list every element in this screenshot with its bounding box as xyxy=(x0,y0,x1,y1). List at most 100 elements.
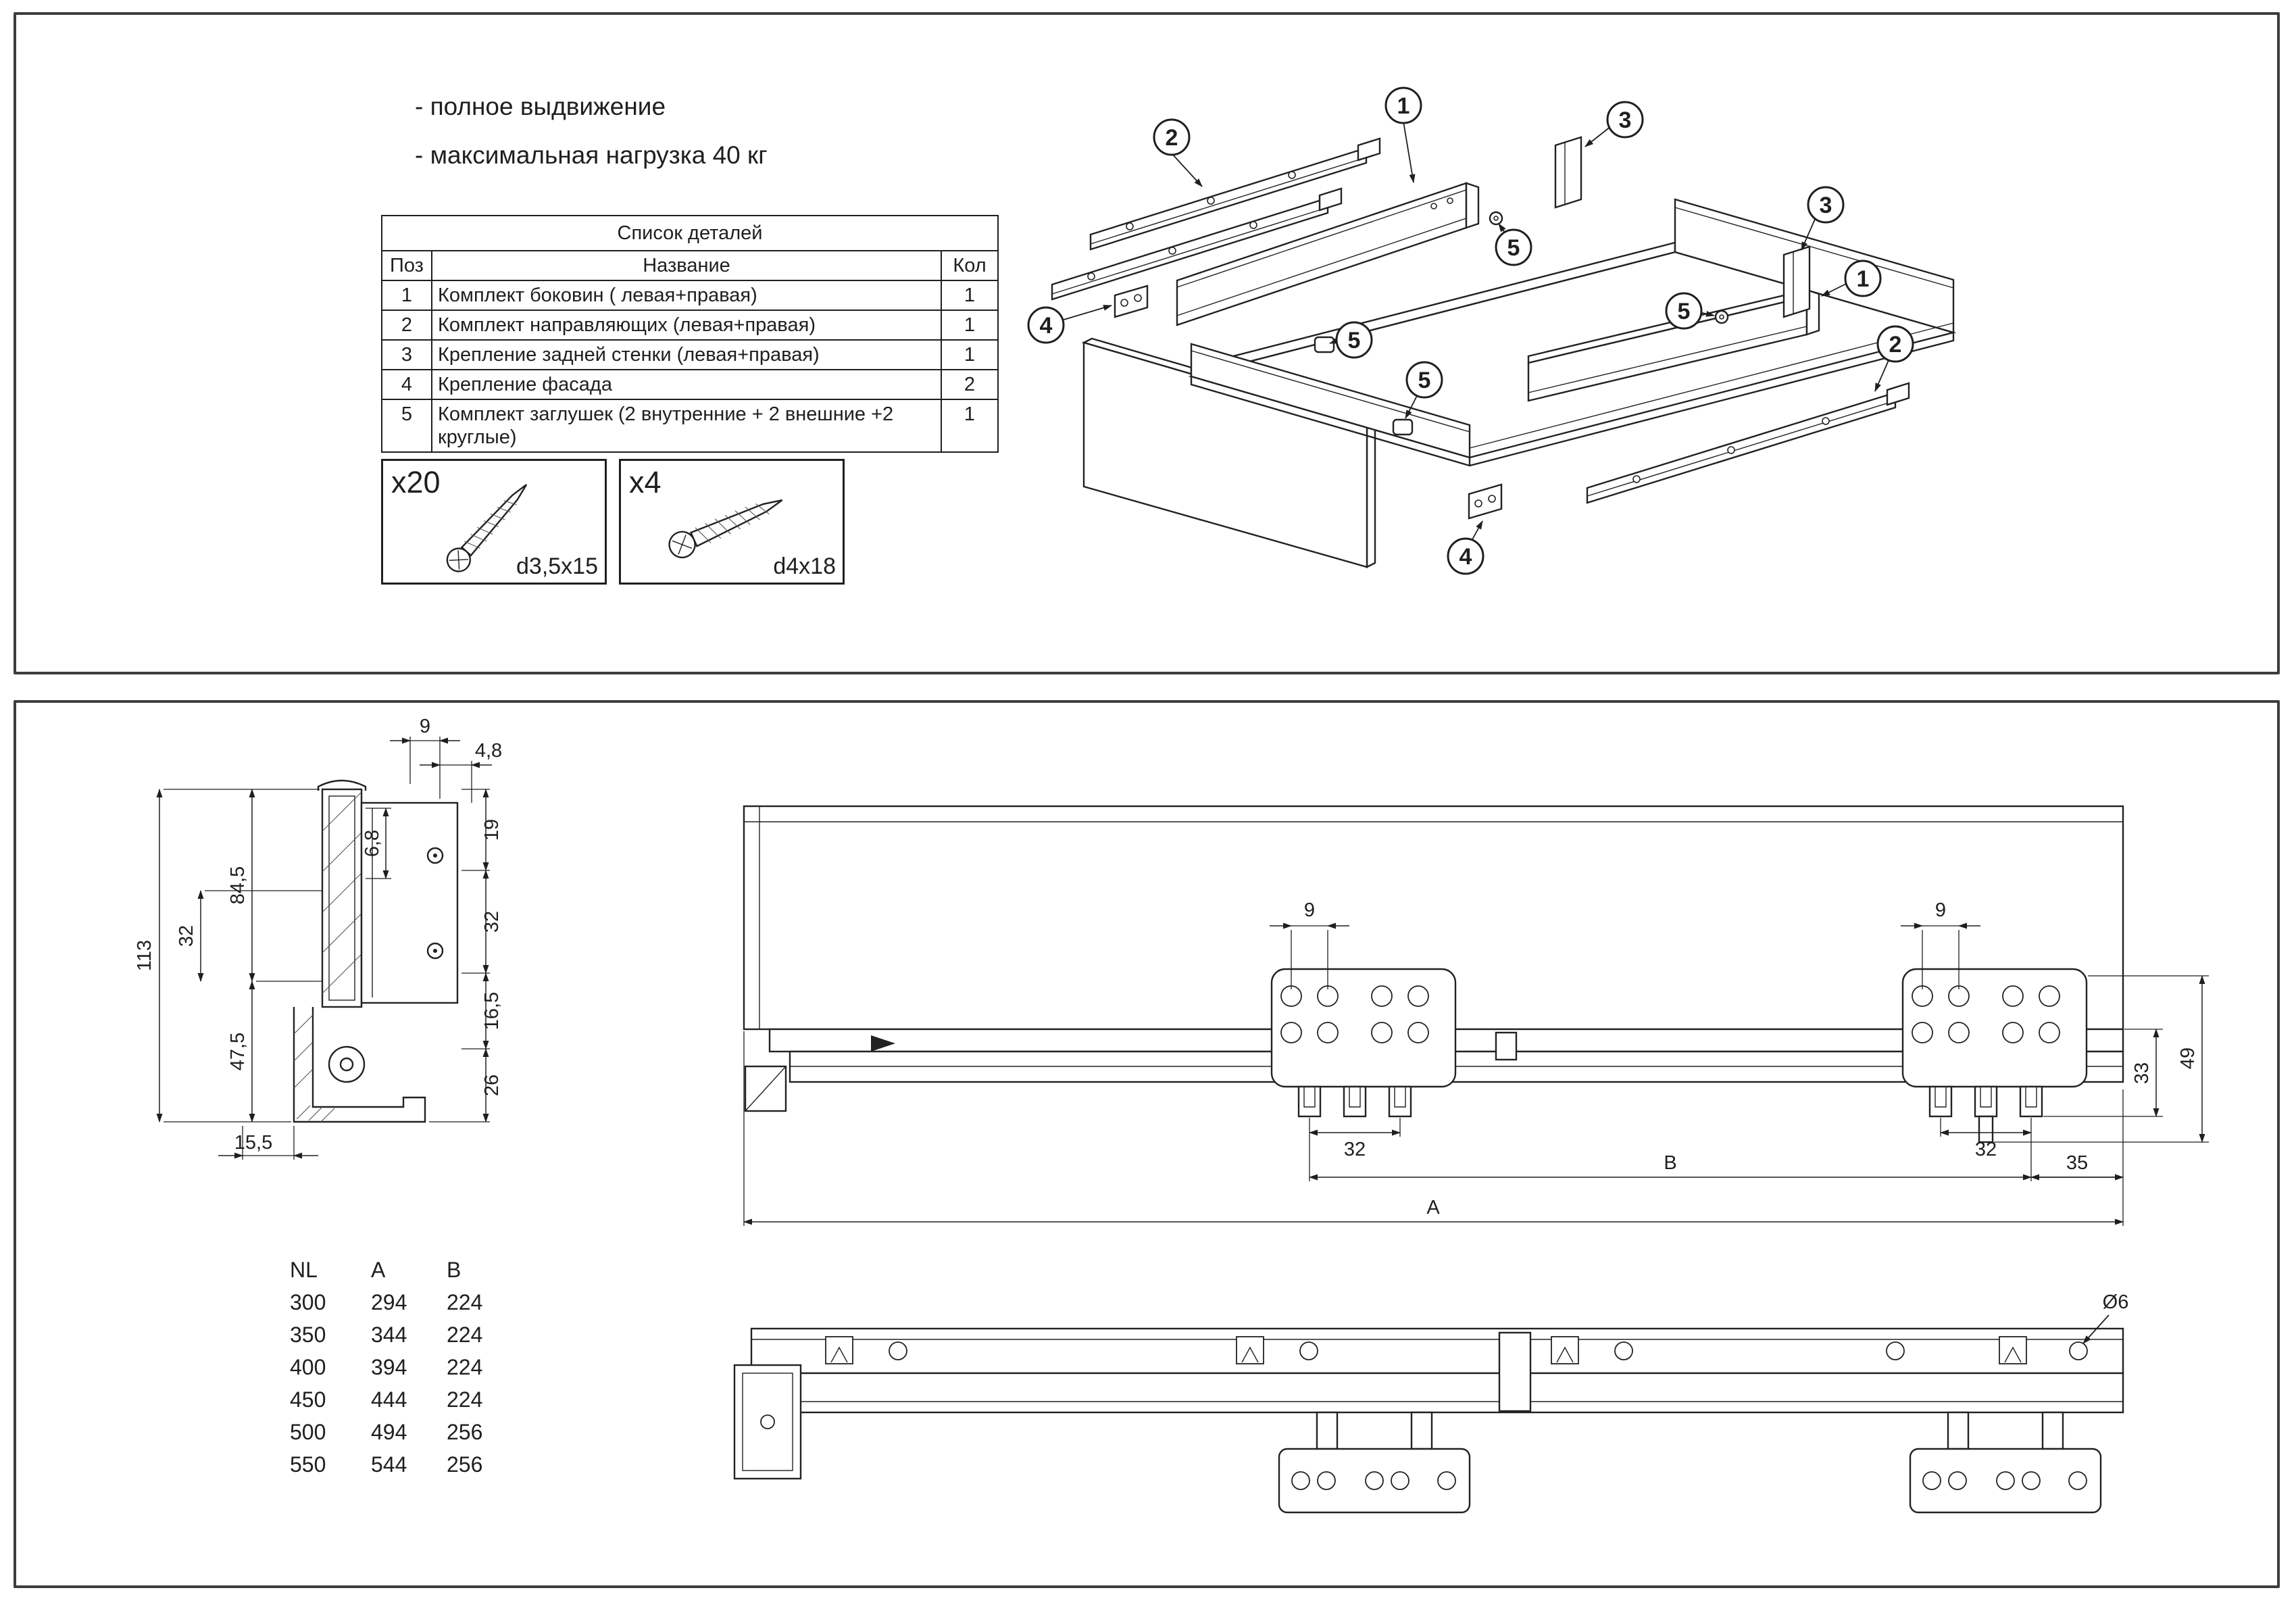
balloon-5: 5 xyxy=(1495,228,1532,266)
size-row: 500 494 256 xyxy=(290,1420,483,1444)
size-table: NL A B 300 294 224 350 344 224 400 394 2… xyxy=(290,1254,522,1481)
plug-cap-left xyxy=(1314,336,1335,353)
dim-length-a: A xyxy=(1426,1197,1440,1218)
balloon-label: 2 xyxy=(1166,125,1178,151)
size-row: 550 544 256 xyxy=(290,1452,483,1477)
size-col-a: A xyxy=(371,1258,386,1282)
balloon-3: 3 xyxy=(1606,101,1644,139)
facade-bracket-left xyxy=(1114,285,1149,318)
dim-right-26: 26 xyxy=(481,1075,503,1096)
table-row: 5 Комплект заглушек (2 внутренние + 2 вн… xyxy=(381,399,999,453)
parts-table-header-row: Поз Название Кол xyxy=(381,250,999,281)
dim-offset-48: 4,8 xyxy=(475,740,502,762)
screw-count-label: x20 xyxy=(391,465,441,499)
plug-round-right xyxy=(1714,310,1729,324)
balloon-label: 4 xyxy=(1459,544,1472,570)
balloon-label: 2 xyxy=(1889,332,1902,357)
dim-hook-span-front: 32 xyxy=(1344,1139,1366,1160)
balloon-3: 3 xyxy=(1807,186,1845,224)
plug-cap-front xyxy=(1392,418,1414,436)
table-row: 4 Крепление фасада 2 xyxy=(381,369,999,400)
plug-round-top xyxy=(1489,211,1503,226)
mount-bracket-front xyxy=(1270,968,1457,1118)
dim-rear-offset: 35 xyxy=(2066,1152,2088,1174)
screw-size-label: d4x18 xyxy=(773,553,836,579)
table-row: 3 Крепление задней стенки (левая+правая)… xyxy=(381,339,999,370)
runner-plan-drawing: Ø6 xyxy=(733,1291,2128,1514)
size-row: 350 344 224 xyxy=(290,1323,483,1347)
balloon-label: 5 xyxy=(1418,368,1431,393)
dim-height-33: 33 xyxy=(2131,1062,2153,1084)
dim-inner-68: 6,8 xyxy=(361,830,383,857)
mount-bracket-rear xyxy=(1901,968,2088,1143)
runner-hole xyxy=(889,1341,2088,1360)
mount-plate-front xyxy=(1278,1411,1471,1514)
size-table-header: NL A B xyxy=(290,1254,522,1286)
dim-hole-pitch-rear: 9 xyxy=(1935,899,1946,921)
cross-section-drawing: 9 4,8 113 84,5 32 47,5 6,8 19 32 xyxy=(134,716,503,1160)
balloon-5: 5 xyxy=(1405,361,1443,399)
screw-box-small: x20 d3,5x15 xyxy=(381,459,607,585)
rear-wall-bracket-left xyxy=(1554,136,1582,209)
note-max-load: - максимальная нагрузка 40 кг xyxy=(415,141,768,169)
left-runner-pair xyxy=(1051,137,1381,301)
dimensions-panel: 9 4,8 113 84,5 32 47,5 6,8 19 32 xyxy=(14,700,2280,1588)
screw-icon xyxy=(446,484,528,572)
dim-right-32: 32 xyxy=(481,911,503,933)
exploded-view-drawing: 2 1 3 3 1 2 4 5 5 5 5 4 xyxy=(1027,87,1957,575)
front-cap xyxy=(733,1364,802,1480)
overview-panel: - полное выдвижение - максимальная нагру… xyxy=(14,12,2280,674)
size-col-b: B xyxy=(447,1258,461,1282)
parts-table: Список деталей Поз Название Кол 1 Компле… xyxy=(381,215,999,453)
dim-top-width: 9 xyxy=(420,716,430,737)
parts-table-title-row: Список деталей xyxy=(381,215,999,251)
balloon-label: 1 xyxy=(1857,266,1870,292)
table-row: 1 Комплект боковин ( левая+правая) 1 xyxy=(381,280,999,311)
right-runner xyxy=(1586,382,1910,504)
size-row: 450 444 224 xyxy=(290,1387,483,1412)
balloon-label: 4 xyxy=(1040,313,1053,339)
balloon-label: 3 xyxy=(1820,193,1832,218)
mount-plate-rear xyxy=(1909,1411,2102,1514)
balloon-label: 5 xyxy=(1678,299,1691,324)
screw-box-large: x4 d4x18 xyxy=(619,459,845,585)
balloon-2: 2 xyxy=(1153,118,1191,156)
col-header-name: Название xyxy=(431,250,942,281)
balloon-4: 4 xyxy=(1027,306,1065,344)
balloon-label: 5 xyxy=(1507,235,1520,261)
balloon-1: 1 xyxy=(1844,260,1882,297)
balloon-5: 5 xyxy=(1665,292,1703,330)
dim-side-height: 84,5 xyxy=(227,866,249,904)
dim-hole-pitch-front: 9 xyxy=(1304,899,1315,921)
dim-right-19: 19 xyxy=(481,819,503,841)
drawer-rear-wall xyxy=(1674,198,1955,334)
left-side-panel xyxy=(1176,182,1480,326)
screw-size-label: d3,5x15 xyxy=(516,553,598,579)
dim-hook-span-rear: 32 xyxy=(1975,1139,1997,1160)
screw-count-label: x4 xyxy=(629,465,662,499)
size-col-nl: NL xyxy=(290,1258,318,1282)
balloon-2: 2 xyxy=(1876,325,1914,363)
note-full-extension: - полное выдвижение xyxy=(415,93,666,120)
dim-bottom-width: 15,5 xyxy=(234,1132,272,1154)
side-elevation-drawing: 9 9 32 32 B 35 A 33 xyxy=(743,805,2209,1226)
dim-lower-height: 47,5 xyxy=(227,1033,249,1070)
feature-notes: - полное выдвижение - максимальная нагру… xyxy=(415,82,768,180)
col-header-qty: Кол xyxy=(941,250,999,281)
col-header-pos: Поз xyxy=(381,250,432,281)
screw-icon xyxy=(668,499,783,559)
balloon-5: 5 xyxy=(1335,321,1373,359)
table-row: 2 Комплект направляющих (левая+правая) 1 xyxy=(381,310,999,341)
dim-left-32: 32 xyxy=(176,925,197,947)
balloon-label: 5 xyxy=(1348,328,1361,353)
right-side-panel xyxy=(1527,289,1820,402)
size-row: 300 294 224 xyxy=(290,1290,483,1314)
balloon-1: 1 xyxy=(1384,87,1422,124)
balloon-4: 4 xyxy=(1447,537,1484,575)
rear-wall-bracket-right xyxy=(1782,245,1811,318)
size-row: 400 394 224 xyxy=(290,1355,483,1379)
dim-length-b: B xyxy=(1664,1152,1676,1174)
balloon-label: 1 xyxy=(1397,93,1410,119)
dim-height-49: 49 xyxy=(2177,1047,2199,1069)
